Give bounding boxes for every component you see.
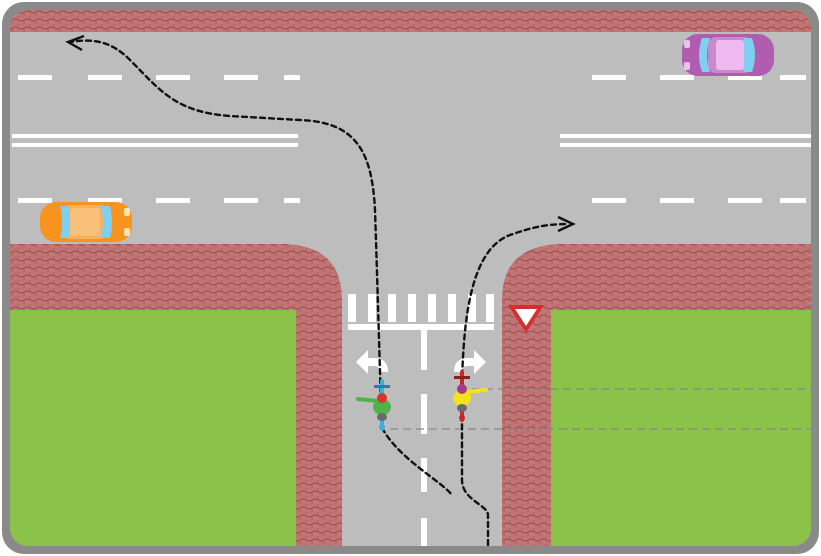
cyclist-right-helmet bbox=[457, 384, 467, 394]
cyclist-left-signal-arm bbox=[358, 399, 378, 401]
sidewalk-top bbox=[0, 10, 821, 32]
grass-left bbox=[10, 310, 296, 550]
cyclist-right-signal-arm bbox=[466, 390, 486, 392]
car-orange bbox=[40, 202, 132, 242]
stop-line bbox=[348, 324, 494, 330]
car-purple bbox=[682, 34, 774, 76]
grass-right bbox=[551, 310, 813, 550]
cyclist-left-helmet bbox=[377, 393, 387, 403]
